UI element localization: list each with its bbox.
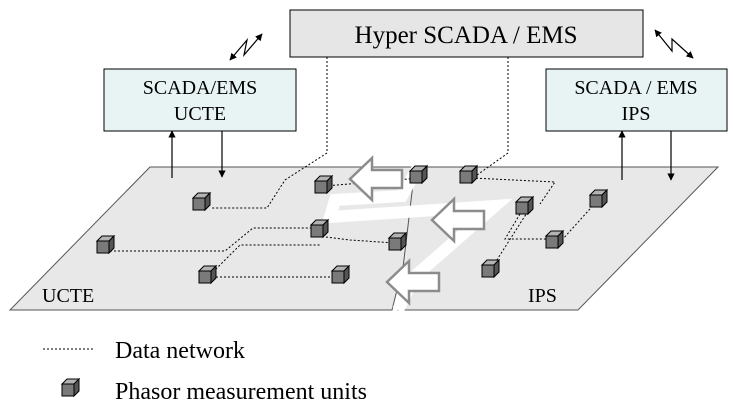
- ucte-scada-line1: SCADA/EMS: [143, 77, 257, 99]
- hyper-scada-label: Hyper SCADA / EMS: [355, 22, 578, 49]
- pmu-cube-icon: [198, 265, 217, 284]
- legend-pmu-cube-icon: [61, 378, 80, 397]
- hollow-arrow-icon: [430, 196, 486, 244]
- ucte-plane: [8, 166, 429, 311]
- control-arrows: [168, 130, 675, 181]
- ucte-scada-line2: UCTE: [174, 103, 226, 125]
- pmu-cube-icon: [192, 192, 211, 211]
- ips-region-label: IPS: [528, 285, 557, 307]
- pmu-cube-icon: [515, 196, 534, 215]
- ucte-scada-box: SCADA/EMS UCTE: [103, 68, 297, 132]
- pmu-cube-icon: [589, 189, 608, 208]
- data-network-links: [110, 57, 599, 278]
- pmu-cube-icon: [545, 230, 564, 249]
- pmu-cube-icon: [388, 232, 407, 251]
- ips-scada-line1: SCADA / EMS: [574, 77, 697, 99]
- lightning-link-icon: [654, 29, 694, 59]
- power-flow-arrows: [348, 155, 486, 306]
- legend-pmu-label: Phasor measurement units: [115, 379, 367, 405]
- ips-scada-line2: IPS: [622, 103, 651, 125]
- legend-network-label: Data network: [115, 338, 245, 364]
- pmu-cube-icon: [314, 175, 333, 194]
- ips-scada-box: SCADA / EMS IPS: [545, 68, 728, 132]
- pmu-cube-icon: [459, 165, 478, 184]
- ucte-region-label: UCTE: [42, 285, 94, 307]
- hyper-scada-box: Hyper SCADA / EMS: [289, 9, 644, 58]
- pmu-cube-icon: [409, 165, 428, 184]
- pmu-cube-icon: [331, 265, 350, 284]
- legend: Data network Phasor measurement units: [43, 338, 367, 405]
- pmu-cube-icon: [96, 235, 115, 254]
- hollow-arrow-icon: [348, 155, 404, 203]
- lightning-link-icon: [229, 33, 263, 61]
- hollow-arrow-icon: [385, 258, 441, 306]
- pmu-cube-icon: [310, 219, 329, 238]
- pmu-cube-icon: [481, 259, 500, 278]
